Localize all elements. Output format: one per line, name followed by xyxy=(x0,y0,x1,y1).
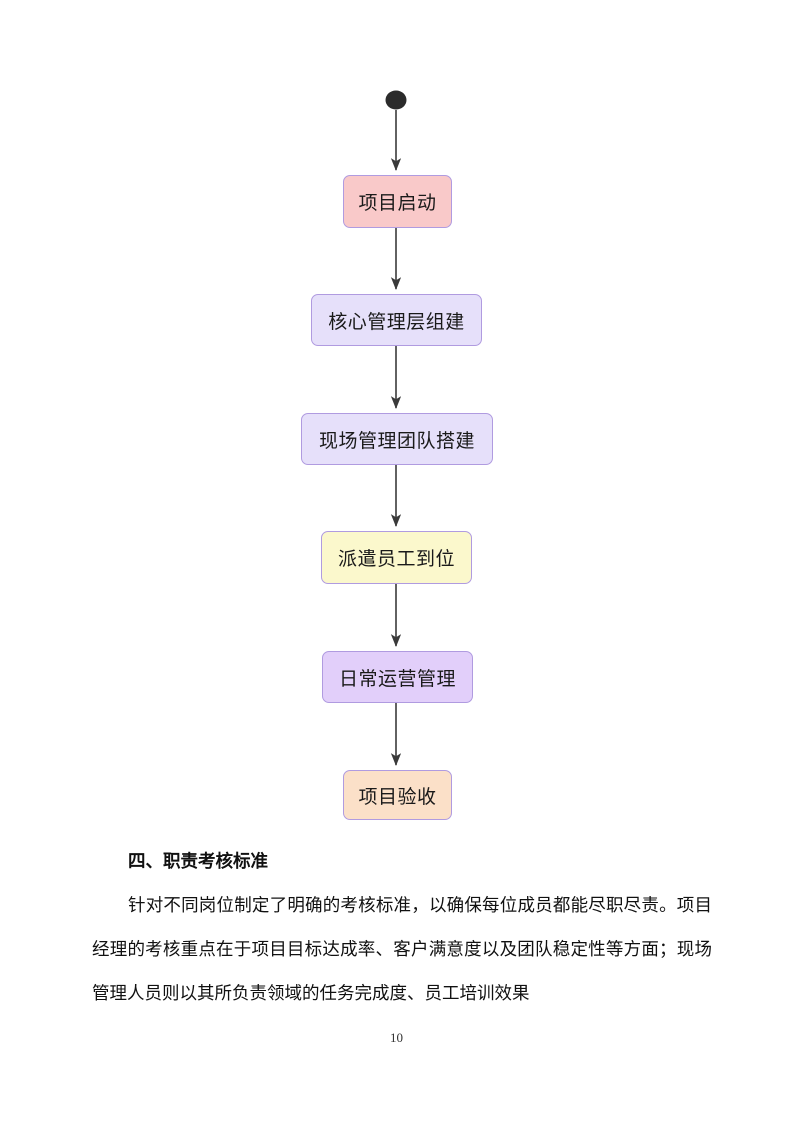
document-body: 四、职责考核标准 针对不同岗位制定了明确的考核标准，以确保每位成员都能尽职尽责。… xyxy=(92,840,712,1016)
flow-node-label: 核心管理层组建 xyxy=(328,310,465,333)
flowchart-connectors xyxy=(385,90,407,766)
flow-node-label: 派遣员工到位 xyxy=(337,548,455,570)
flow-node-project-start[interactable]: 项目启动 xyxy=(343,175,452,228)
start-dot-shape xyxy=(385,90,407,110)
process-flowchart: 项目启动 核心管理层组建 现场管理团队搭建 派遣员工到位 日常运营管理 项目验收 xyxy=(301,90,493,820)
flow-node-site-team-build[interactable]: 现场管理团队搭建 xyxy=(301,413,493,465)
flow-node-dispatch-staff[interactable]: 派遣员工到位 xyxy=(321,531,472,584)
flow-node-project-acceptance[interactable]: 项目验收 xyxy=(343,770,452,820)
flow-node-label: 日常运营管理 xyxy=(338,667,456,690)
flow-node-daily-operations[interactable]: 日常运营管理 xyxy=(322,651,473,703)
section-heading: 四、职责考核标准 xyxy=(128,852,268,872)
page-number: 10 xyxy=(390,1030,403,1045)
flow-node-label: 项目启动 xyxy=(358,192,437,214)
flow-node-label: 项目验收 xyxy=(358,785,437,808)
flow-node-core-management-setup[interactable]: 核心管理层组建 xyxy=(311,294,482,346)
flow-node-label: 现场管理团队搭建 xyxy=(318,429,475,452)
body-paragraph: 针对不同岗位制定了明确的考核标准，以确保每位成员都能尽职尽责。项目经理的考核重点… xyxy=(92,896,712,1004)
